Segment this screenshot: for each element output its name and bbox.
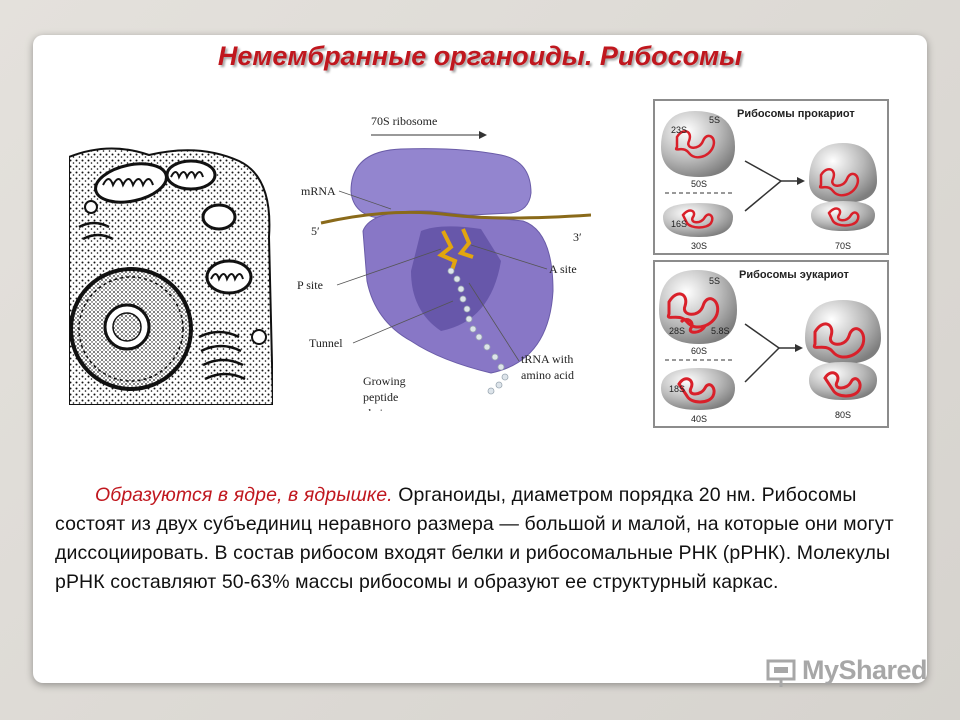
euk-58s-label: 5.8S [711, 326, 730, 336]
label-peptide-1: Growing [363, 374, 406, 388]
euk-60s-label: 60S [691, 346, 707, 356]
label-trna-2: amino acid [521, 368, 574, 382]
pro-30s-label: 30S [691, 241, 707, 251]
eukaryote-title: Рибосомы эукариот [739, 269, 849, 281]
body-text: Органоиды, диаметром порядка 20 нм. Рибо… [55, 484, 894, 593]
euk-28s-label: 28S [669, 326, 685, 336]
label-three-prime: 3′ [573, 230, 582, 244]
label-a-site: A site [549, 262, 577, 276]
myshared-watermark: MyShared [766, 655, 936, 687]
label-five-prime: 5′ [311, 224, 320, 238]
label-p-site: P site [297, 278, 323, 292]
projector-icon [766, 659, 796, 687]
label-peptide-2: peptide [363, 390, 398, 404]
prokaryote-ribosome-diagram: Рибосомы прокариот 23S 5S 50S 16S 30S 70… [653, 99, 889, 255]
body-paragraph: Образуются в ядре, в ядрышке. Органоиды,… [55, 481, 905, 597]
euk-40s-label: 40S [691, 414, 707, 424]
prokaryote-title: Рибосомы прокариот [737, 108, 855, 120]
pro-70s-label: 70S [835, 241, 851, 251]
pro-50s-label: 50S [691, 179, 707, 189]
body-highlight: Образуются в ядре, в ядрышке. [95, 484, 393, 506]
euk-5s-label: 5S [709, 276, 720, 286]
ribosome-top-label: 70S ribosome [371, 114, 437, 128]
label-mrna: mRNA [301, 184, 336, 198]
watermark-text: MyShared [802, 655, 928, 685]
cell-micrograph-image [69, 147, 273, 405]
label-trna-1: tRNA with [521, 352, 573, 366]
label-tunnel: Tunnel [309, 336, 343, 350]
eukaryote-ribosome-diagram: Рибосомы эукариот 5S 28S 5.8S 60S 18S 40… [653, 260, 889, 428]
pro-5s-label: 5S [709, 115, 720, 125]
pro-23s-label: 23S [671, 125, 687, 135]
euk-18s-label: 18S [669, 384, 685, 394]
ribosome-illustration: 70S ribosome mRNA 5′ 3′ P site A site Tu… [297, 114, 591, 411]
euk-80s-label: 80S [835, 410, 851, 420]
slide-title: Немембранные органоиды. Рибосомы [217, 41, 743, 71]
label-peptide-3: chain [363, 406, 389, 411]
slide: Немембранные органоиды. Рибосомы [33, 35, 928, 687]
pro-16s-label: 16S [671, 219, 687, 229]
